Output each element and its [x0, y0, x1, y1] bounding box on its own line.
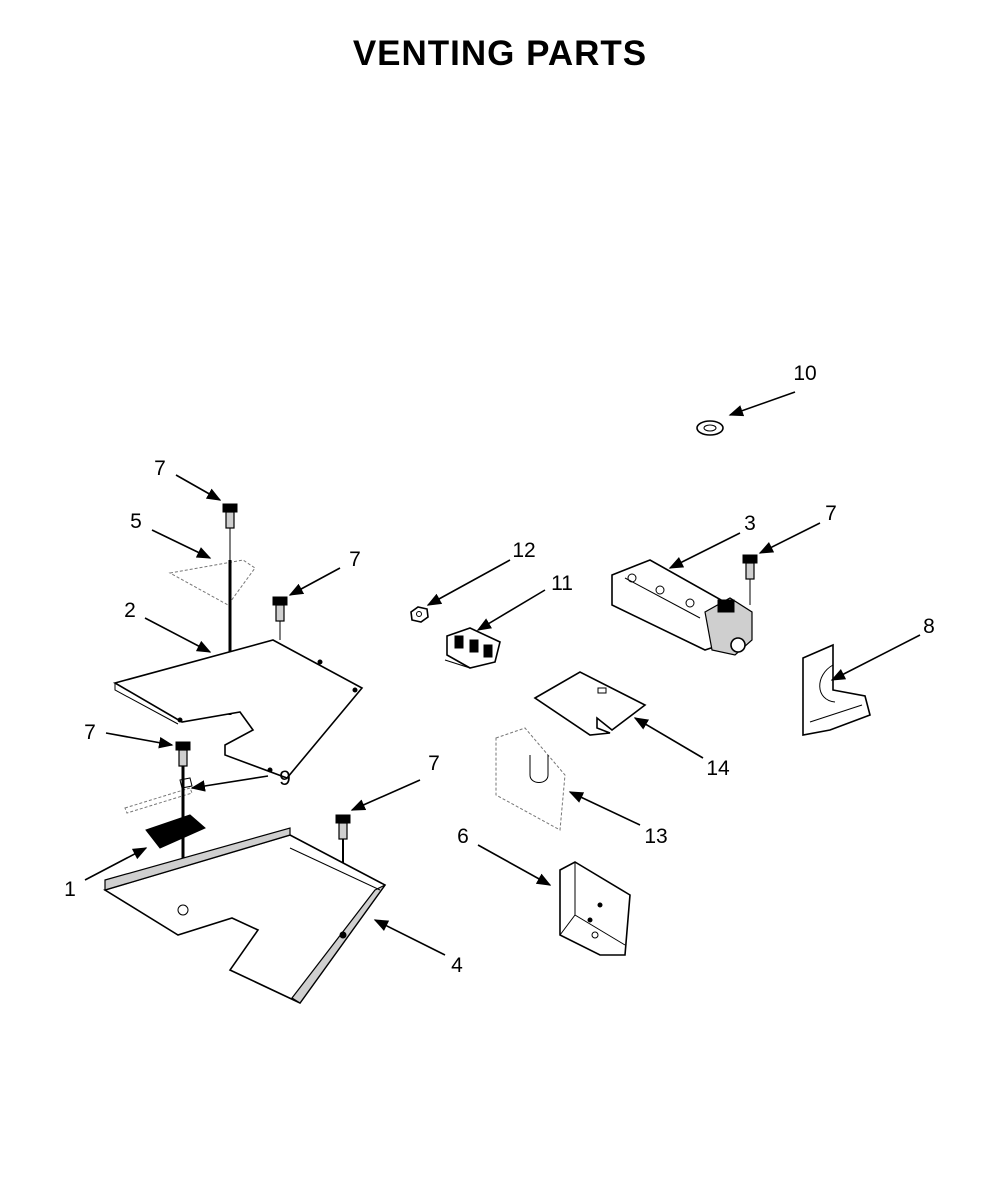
callout-4: 4: [451, 954, 463, 977]
part-5-plate[interactable]: [168, 559, 256, 606]
callout-7-mid: 7: [349, 548, 361, 571]
callout-11: 11: [551, 572, 573, 595]
part-13-insulation[interactable]: [495, 727, 566, 831]
callout-3: 3: [744, 512, 756, 535]
callout-10: 10: [793, 362, 816, 385]
callout-6: 6: [457, 825, 469, 848]
callout-9: 9: [279, 767, 291, 790]
part-7-screw-right[interactable]: [742, 554, 758, 605]
part-2-upper-panel[interactable]: [112, 639, 364, 779]
callout-7-right: 7: [825, 502, 837, 525]
part-6-box[interactable]: [559, 861, 631, 956]
callout-12: 12: [512, 539, 535, 562]
callout-1: 1: [64, 878, 76, 901]
callout-14: 14: [706, 757, 730, 780]
part-3-vent-motor-housing[interactable]: [611, 559, 753, 656]
callout-7-top: 7: [154, 457, 166, 480]
part-11-terminal-block[interactable]: [444, 627, 501, 669]
part-1-damper[interactable]: [145, 814, 206, 849]
part-7-screw-bottom[interactable]: [335, 814, 351, 840]
callout-7-left: 7: [84, 721, 96, 744]
callout-2: 2: [124, 599, 136, 622]
part-7-screw-top[interactable]: [222, 503, 238, 560]
callout-8: 8: [923, 615, 935, 638]
part-7-screw-left[interactable]: [175, 741, 191, 767]
part-4-lower-panel[interactable]: [103, 827, 387, 1005]
leader-lines: [84, 391, 921, 956]
part-8-bracket[interactable]: [802, 643, 871, 736]
part-12-nut[interactable]: [410, 606, 429, 623]
callout-7-bottom: 7: [428, 752, 440, 775]
page-title: VENTING PARTS: [352, 34, 648, 73]
part-10-grommet[interactable]: [696, 420, 724, 436]
callout-5: 5: [130, 510, 142, 533]
part-7-screw-mid[interactable]: [272, 596, 288, 640]
part-14-cover-plate[interactable]: [533, 671, 647, 736]
callout-13: 13: [644, 825, 667, 848]
